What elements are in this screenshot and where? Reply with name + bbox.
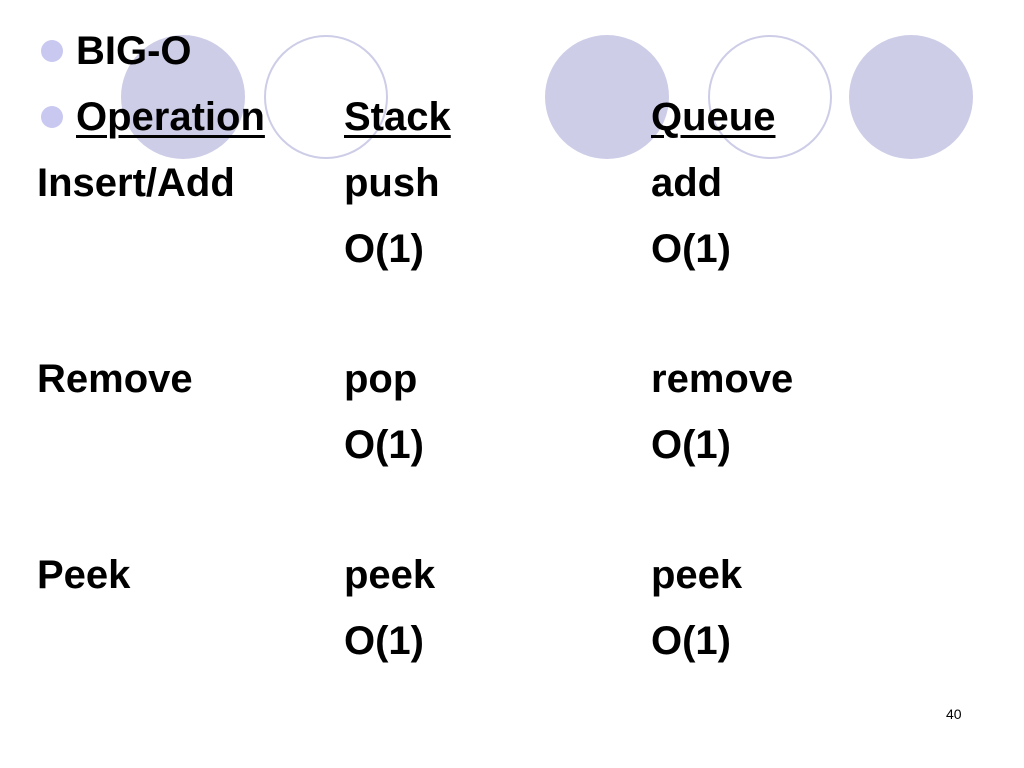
slide-title: BIG-O [76, 29, 192, 73]
row-queue-method: remove [651, 357, 794, 401]
header-queue: Queue [651, 95, 776, 139]
page-number: 40 [946, 706, 962, 722]
row-operation: Insert/Add [37, 161, 235, 205]
row-stack-method: push [344, 161, 440, 205]
decorative-circle-2 [545, 35, 669, 159]
row-queue-method: peek [651, 553, 743, 597]
row-queue-complexity: O(1) [651, 423, 731, 467]
row-operation: Peek [37, 553, 131, 597]
row-stack-complexity: O(1) [344, 423, 424, 467]
decorative-circle-3 [849, 35, 973, 159]
decorative-ring-2 [708, 35, 832, 159]
header-stack: Stack [344, 95, 451, 139]
row-stack-complexity: O(1) [344, 619, 424, 663]
row-stack-complexity: O(1) [344, 227, 424, 271]
header-operation: Operation [76, 95, 265, 139]
bullet-icon [41, 106, 63, 128]
row-operation: Remove [37, 357, 193, 401]
row-stack-method: peek [344, 553, 436, 597]
bullet-icon [41, 40, 63, 62]
decorative-ring-1 [264, 35, 388, 159]
decorative-circle-1 [121, 35, 245, 159]
row-queue-method: add [651, 161, 723, 205]
row-queue-complexity: O(1) [651, 227, 731, 271]
row-queue-complexity: O(1) [651, 619, 731, 663]
row-stack-method: pop [344, 357, 418, 401]
